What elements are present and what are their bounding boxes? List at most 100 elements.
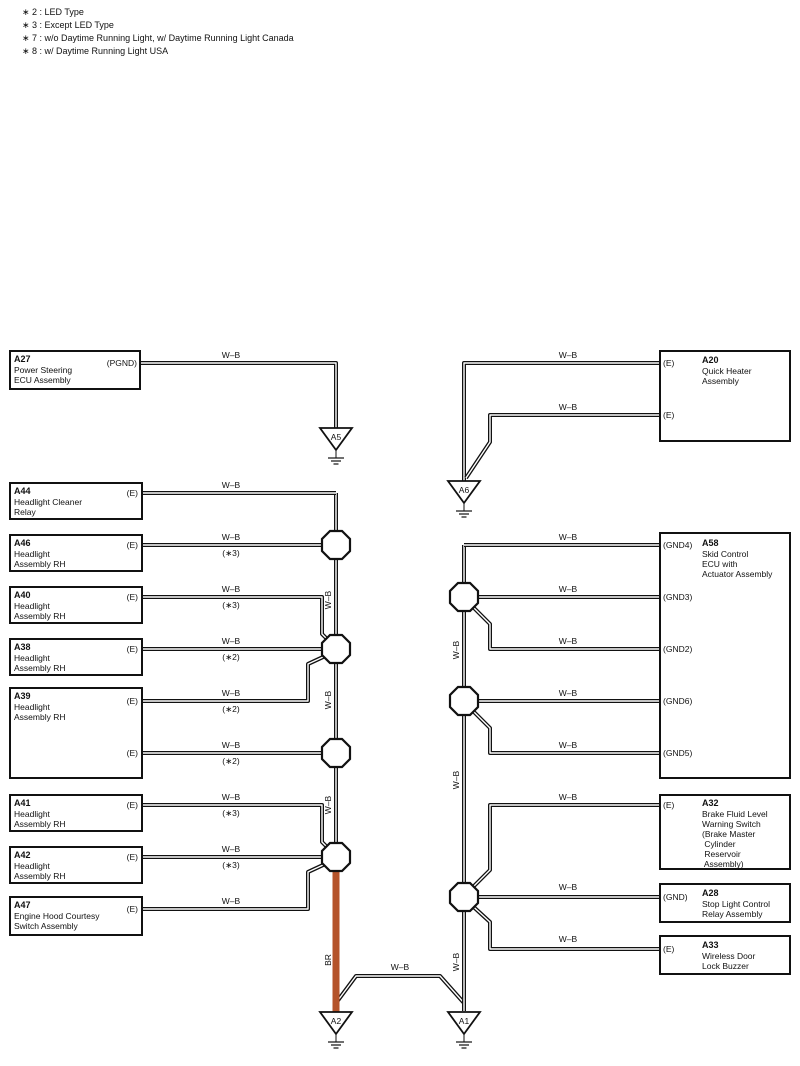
splice-point: [448, 685, 480, 717]
splice-point: [320, 737, 352, 769]
cond-label: (∗3): [222, 600, 240, 610]
component-name: ECU Assembly: [14, 375, 71, 385]
pin-label: (GND4): [663, 540, 692, 550]
wire-label: W–B: [222, 584, 241, 594]
cond-label: (∗2): [222, 652, 240, 662]
wire-gnd2: [464, 598, 660, 651]
pin-label: (E): [663, 410, 675, 420]
wire-label: W–B: [559, 584, 578, 594]
pin-label: (E): [127, 592, 139, 602]
wire-label: W–B: [559, 882, 578, 892]
component-name: Skid Control: [702, 549, 748, 559]
wire-a2-a1: [334, 974, 466, 1005]
cond-label: (∗3): [222, 808, 240, 818]
pin-label: (GND5): [663, 748, 692, 758]
component-name: Cylinder: [702, 839, 736, 849]
wire-label: W–B: [222, 740, 241, 750]
pin-label: (E): [127, 904, 139, 914]
component-name: Quick Heater: [702, 366, 752, 376]
ground-label: A2: [331, 1016, 342, 1026]
pin-label: (E): [663, 944, 675, 954]
ground-label: A1: [459, 1016, 470, 1026]
component-a40: [9, 586, 143, 624]
ground-a2: A2: [318, 1011, 354, 1049]
note-wo-drl: ∗ 7 : w/o Daytime Running Light, w/ Dayt…: [22, 33, 294, 43]
component-code: A47: [14, 900, 31, 910]
component-a58: [659, 532, 791, 779]
splices: [320, 529, 480, 913]
component-code: A27: [14, 354, 31, 364]
component-name: Headlight: [14, 601, 51, 611]
component-name: Reservoir: [702, 849, 741, 859]
component-name: Assembly RH: [14, 871, 65, 881]
component-code: A20: [702, 355, 719, 365]
wire-labels: W–B W–B W–B W–B W–B W–B W–B W–B W–B W–B …: [222, 350, 578, 972]
pin-label: (E): [127, 748, 139, 758]
component-name: Engine Hood Courtesy: [14, 911, 100, 921]
wire-label: W–B: [559, 740, 578, 750]
wire-label: W–B: [559, 532, 578, 542]
ground-a5: A5: [318, 427, 354, 465]
component-name: Headlight: [14, 653, 51, 663]
pin-label: (E): [127, 644, 139, 654]
wire-a20-1: [462, 361, 660, 481]
wire-a20-2: [464, 413, 660, 480]
wire-label: W–B: [222, 350, 241, 360]
wire-label: W–B: [391, 962, 410, 972]
component-a41: [9, 794, 143, 832]
component-a47: [9, 896, 143, 936]
component-a38: [9, 638, 143, 676]
pin-label: (GND6): [663, 696, 692, 706]
component-text: A27 Power Steering ECU Assembly (PGND) A…: [14, 354, 773, 971]
component-name: Assembly RH: [14, 712, 65, 722]
splice-point: [448, 581, 480, 613]
component-code: A33: [702, 940, 719, 950]
component-a28: [659, 883, 791, 923]
component-a32: [659, 794, 791, 870]
component-code: A42: [14, 850, 31, 860]
component-code: A40: [14, 590, 31, 600]
component-name: (Brake Master: [702, 829, 756, 839]
condition-labels: (∗3) (∗3) (∗2) (∗2) (∗2) (∗3) (∗3): [222, 548, 240, 870]
splice-point: [448, 881, 480, 913]
component-name: Assembly RH: [14, 559, 65, 569]
component-code: A39: [14, 691, 31, 701]
component-name: Brake Fluid Level: [702, 809, 768, 819]
component-name: Actuator Assembly: [702, 569, 773, 579]
component-code: A38: [14, 642, 31, 652]
pin-label: (E): [127, 696, 139, 706]
wire-label-vertical: W–B: [451, 640, 461, 659]
cond-label: (∗3): [222, 860, 240, 870]
component-name: Headlight: [14, 702, 51, 712]
wire-label: W–B: [222, 844, 241, 854]
component-a20: [659, 350, 791, 442]
wire-label: W–B: [559, 636, 578, 646]
ground-label: A5: [331, 432, 342, 442]
component-code: A28: [702, 888, 719, 898]
ground-label: A6: [459, 485, 470, 495]
wire-label-vertical: W–B: [323, 690, 333, 709]
notes-block: ∗ 2 : LED Type ∗ 3 : Except LED Type ∗ 7…: [22, 7, 294, 56]
note-drl-usa: ∗ 8 : w/ Daytime Running Light USA: [22, 46, 168, 56]
pin-label: (E): [127, 540, 139, 550]
pin-label: (E): [127, 800, 139, 810]
component-a46: [9, 534, 143, 572]
wire-label-vertical: W–B: [451, 770, 461, 789]
wire-a32: [464, 803, 660, 896]
wire-label: W–B: [222, 480, 241, 490]
pin-label: (E): [127, 852, 139, 862]
wire-label-vertical: W–B: [323, 590, 333, 609]
component-name: Wireless Door: [702, 951, 756, 961]
component-a39: [9, 687, 143, 779]
wire-a47: [142, 857, 337, 911]
component-code: A41: [14, 798, 31, 808]
component-name: Warning Switch: [702, 819, 761, 829]
component-code: A44: [14, 486, 31, 496]
wire-label: W–B: [222, 792, 241, 802]
ground-a1: A1: [446, 1011, 482, 1049]
component-name: Headlight: [14, 549, 51, 559]
wire-label: W–B: [559, 688, 578, 698]
component-name: Headlight: [14, 809, 51, 819]
pin-label: (GND2): [663, 644, 692, 654]
